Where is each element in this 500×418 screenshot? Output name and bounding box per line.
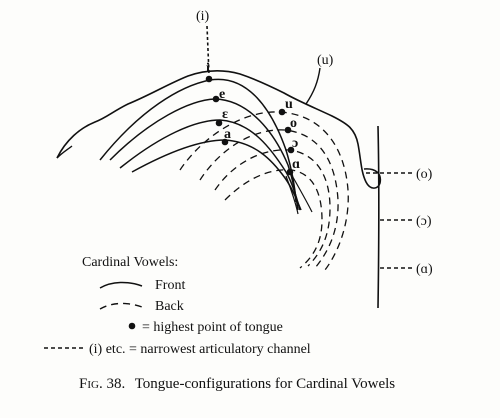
channel-label-i: (i) <box>196 9 210 24</box>
channel-label-o: (o) <box>416 167 433 182</box>
tongue-root-strokes <box>285 171 313 215</box>
caption-text: Tongue-configurations for Cardinal Vowel… <box>135 376 396 392</box>
dot-o <box>284 126 292 134</box>
dot-a <box>221 138 229 146</box>
vowel-label-open-e: ɛ <box>222 107 228 122</box>
tongue-curve-o <box>199 129 339 269</box>
channel-label-u: (u) <box>317 53 334 68</box>
tongue-curve-a <box>131 139 302 211</box>
dot-open-o <box>287 146 295 154</box>
legend-back-swatch <box>99 302 143 310</box>
vowel-label-e: e <box>219 87 225 102</box>
legend-dot-swatch <box>128 322 136 330</box>
vowel-label-i: i <box>206 61 210 76</box>
legend-channel-label: (i) etc. = narrowest articulatory channe… <box>89 342 311 357</box>
back-vowel-curves <box>179 111 349 271</box>
channel-label-open-o: (ɔ) <box>416 214 432 229</box>
channel-line-i <box>206 25 210 75</box>
dot-open-e <box>215 119 223 127</box>
legend-front-swatch <box>99 281 143 289</box>
highest-point-dots <box>205 75 295 176</box>
caption-prefix: Fig. 38. <box>79 376 125 392</box>
tongue-curve-open-o <box>214 149 331 267</box>
channel-label-back-a: (ɑ) <box>416 262 433 277</box>
legend-dot-label: = highest point of tongue <box>142 320 283 335</box>
vowel-label-u: u <box>285 97 293 112</box>
legend-title: Cardinal Vowels: <box>82 255 178 270</box>
front-lip-line <box>56 145 73 159</box>
tongue-curve-back-a <box>224 169 323 269</box>
pharynx-wall <box>377 125 380 309</box>
vowel-label-open-o: ɔ <box>292 136 298 151</box>
tongue-curve-e <box>109 98 299 211</box>
front-vowel-curves <box>99 78 302 211</box>
dot-u <box>278 108 286 116</box>
vowel-label-back-a: ɑ <box>292 157 300 172</box>
dot-e <box>212 95 220 103</box>
figure-caption: Fig. 38. Tongue-configurations for Cardi… <box>79 376 395 392</box>
palate-outline <box>56 70 382 189</box>
legend: Cardinal Vowels: Front Back = highest po… <box>44 255 311 357</box>
tongue-curve-i <box>99 78 297 203</box>
vowel-label-a: a <box>224 127 231 142</box>
channel-line-u <box>305 67 321 105</box>
vowel-label-o: o <box>290 116 297 131</box>
tongue-curve-u <box>179 111 349 271</box>
legend-back-label: Back <box>155 299 184 314</box>
dot-i <box>205 75 213 83</box>
dot-back-a <box>286 168 294 176</box>
tongue-curve-open-e <box>119 119 301 211</box>
legend-front-label: Front <box>155 278 185 293</box>
